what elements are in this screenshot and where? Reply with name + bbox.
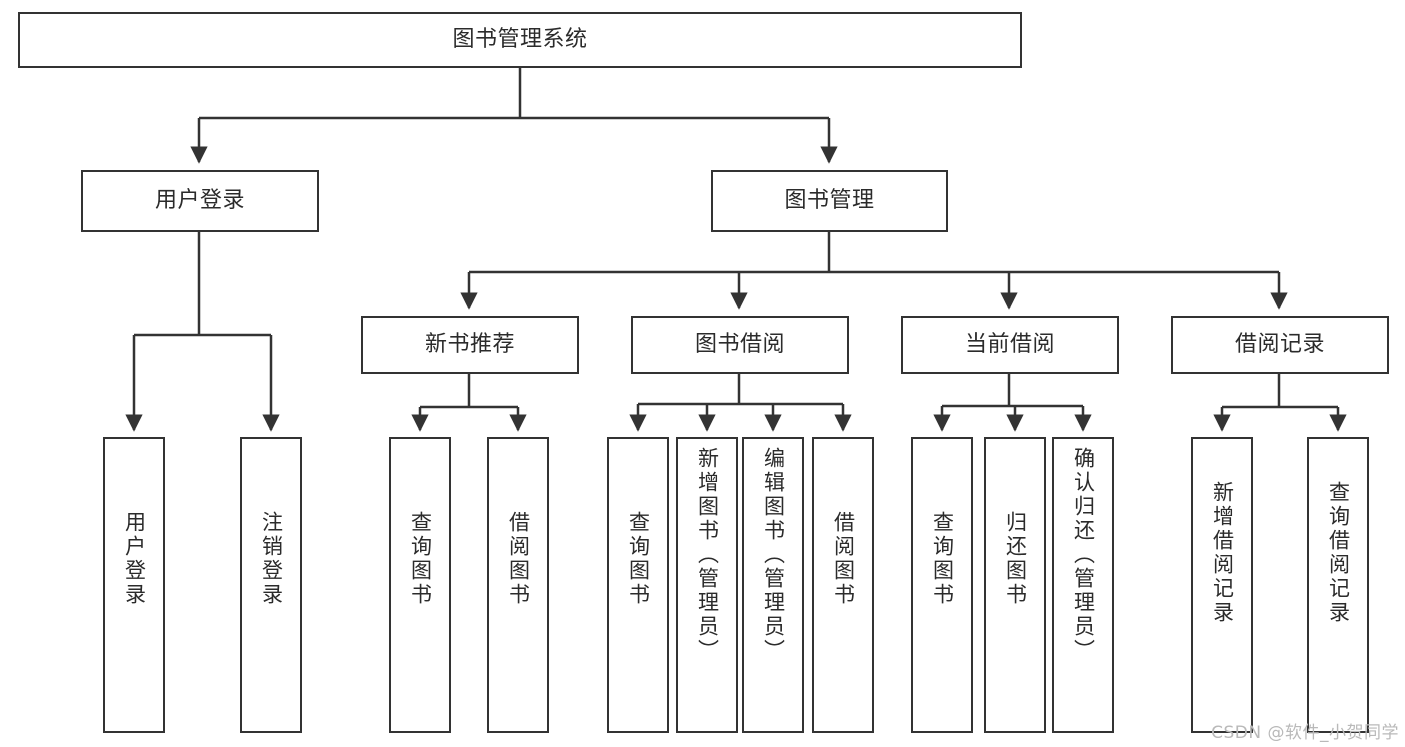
node-leaf-add-book-label: 新增图书（管理员）: [695, 447, 720, 663]
node-leaf-borrow-book-recommend[interactable]: 借阅图书: [487, 437, 549, 733]
node-leaf-add-record-label: 新增借阅记录: [1210, 481, 1235, 625]
node-leaf-query-book-recommend[interactable]: 查询图书: [389, 437, 451, 733]
node-leaf-logout-label: 注销登录: [259, 511, 284, 607]
node-leaf-confirm-return[interactable]: 确认归还（管理员）: [1052, 437, 1114, 733]
node-root-label: 图书管理系统: [452, 27, 588, 53]
node-leaf-return-book-label: 归还图书: [1003, 511, 1028, 607]
node-user-login-label: 用户登录: [154, 188, 245, 214]
node-leaf-query-book-recommend-label: 查询图书: [408, 511, 433, 607]
node-leaf-logout[interactable]: 注销登录: [240, 437, 302, 733]
node-leaf-edit-book-label: 编辑图书（管理员）: [761, 447, 786, 663]
node-user-login[interactable]: 用户登录: [81, 170, 319, 232]
node-leaf-user-login[interactable]: 用户登录: [103, 437, 165, 733]
node-borrow-records[interactable]: 借阅记录: [1171, 316, 1389, 374]
node-leaf-edit-book[interactable]: 编辑图书（管理员）: [742, 437, 804, 733]
node-leaf-query-book-borrow[interactable]: 查询图书: [607, 437, 669, 733]
node-leaf-query-book-current-label: 查询图书: [930, 511, 955, 607]
node-leaf-return-book[interactable]: 归还图书: [984, 437, 1046, 733]
node-leaf-borrow-book-label: 借阅图书: [831, 511, 856, 607]
node-leaf-add-record[interactable]: 新增借阅记录: [1191, 437, 1253, 733]
node-new-book-recommend-label: 新书推荐: [424, 332, 515, 358]
node-book-borrow-label: 图书借阅: [694, 332, 785, 358]
node-leaf-borrow-book-recommend-label: 借阅图书: [506, 511, 531, 607]
node-current-borrow-label: 当前借阅: [964, 332, 1055, 358]
node-leaf-add-book[interactable]: 新增图书（管理员）: [676, 437, 738, 733]
node-leaf-query-record-label: 查询借阅记录: [1326, 481, 1351, 625]
node-current-borrow[interactable]: 当前借阅: [901, 316, 1119, 374]
node-leaf-borrow-book[interactable]: 借阅图书: [812, 437, 874, 733]
node-leaf-query-book-borrow-label: 查询图书: [626, 511, 651, 607]
node-book-management[interactable]: 图书管理: [711, 170, 948, 232]
node-root[interactable]: 图书管理系统: [18, 12, 1022, 68]
node-leaf-query-record[interactable]: 查询借阅记录: [1307, 437, 1369, 733]
node-book-management-label: 图书管理: [784, 188, 875, 214]
node-new-book-recommend[interactable]: 新书推荐: [361, 316, 579, 374]
node-leaf-query-book-current[interactable]: 查询图书: [911, 437, 973, 733]
node-leaf-user-login-label: 用户登录: [122, 511, 147, 607]
node-leaf-confirm-return-label: 确认归还（管理员）: [1071, 447, 1096, 663]
node-book-borrow[interactable]: 图书借阅: [631, 316, 849, 374]
node-borrow-records-label: 借阅记录: [1234, 332, 1325, 358]
